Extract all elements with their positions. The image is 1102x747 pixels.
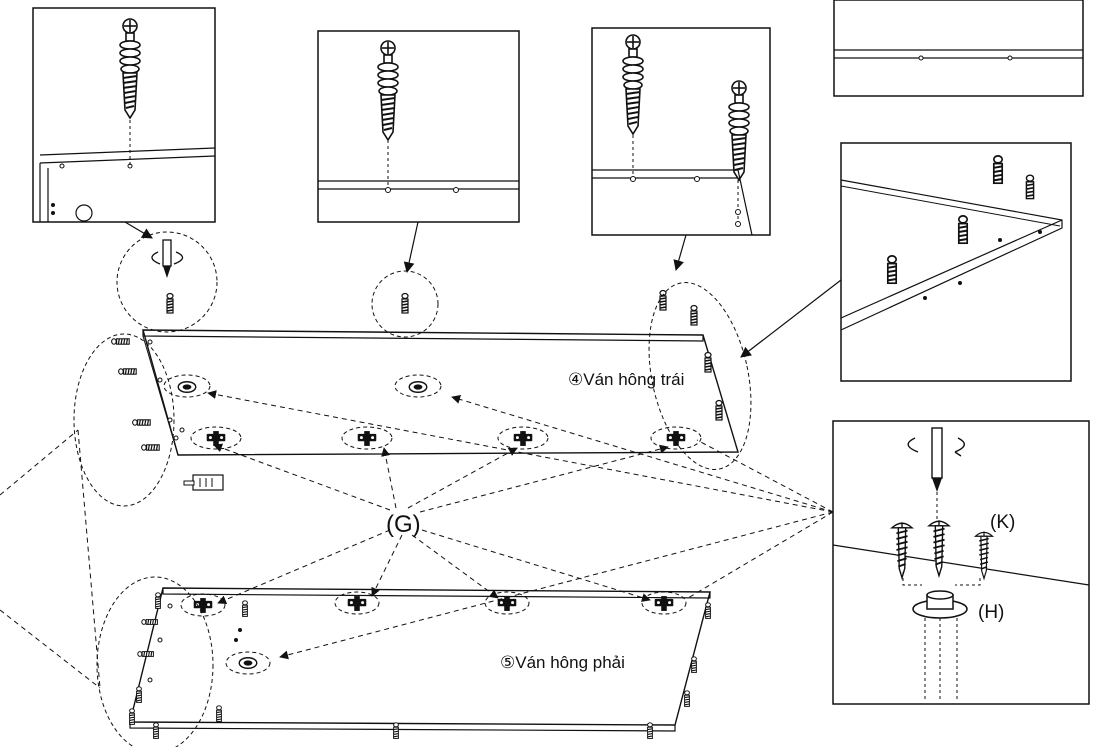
detail-inset-edge — [833, 0, 1084, 97]
right-side-panel — [129, 587, 711, 739]
callout-circles — [73, 231, 752, 747]
callout-h-label: (H) — [978, 602, 1004, 623]
detail-inset-left — [32, 7, 216, 223]
detail-inset-screws — [832, 420, 1090, 705]
connector-icon — [183, 474, 224, 491]
left-panel-label: ④Ván hông trái — [568, 370, 684, 389]
callout-k-label: (K) — [990, 512, 1015, 533]
inset-arrows — [124, 221, 842, 358]
detail-inset-middle — [317, 30, 520, 223]
right-panel-label: ⑤Ván hông phải — [500, 653, 625, 672]
detail-inset-right — [591, 27, 771, 236]
leader-lines — [0, 390, 834, 689]
screwdriver-icon — [151, 239, 184, 278]
callout-g-label: (G) — [386, 511, 421, 538]
left-side-panel — [110, 289, 739, 491]
screwdriver-icon — [907, 427, 965, 492]
detail-inset-panel-bolts — [840, 142, 1072, 382]
